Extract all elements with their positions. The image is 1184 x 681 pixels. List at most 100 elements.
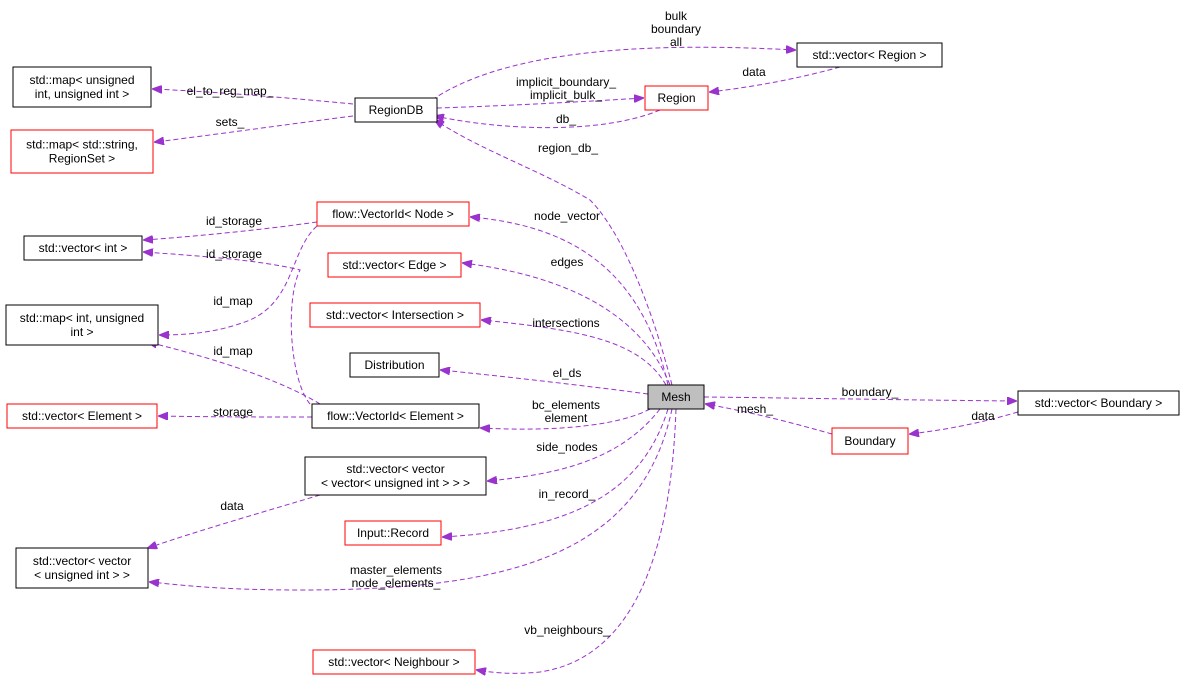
class-node-vec-element[interactable]: std::vector< Element > [6, 403, 158, 429]
edge-label-mesh-: mesh_ [737, 402, 773, 416]
class-node-vv[interactable]: std::vector< vector< unsigned int > > [15, 547, 149, 589]
node-box [312, 649, 476, 675]
edge-label-region-db: region_db_ [538, 141, 598, 155]
edge-line [150, 408, 673, 591]
edge-bc-elements [481, 408, 651, 429]
class-node-vvv[interactable]: std::vector< vector< vector< unsigned in… [304, 456, 487, 496]
edge-el-ds [441, 370, 649, 395]
edge-label-el-to-reg-map: el_to_reg_map_ [187, 84, 274, 98]
edge-line [441, 370, 649, 395]
node-label: std::vector< Region > [812, 48, 926, 62]
node-label: std::vector< vector [346, 462, 444, 476]
edge-label-text: node_elements_ [352, 576, 441, 590]
class-node-input-record[interactable]: Input::Record [344, 520, 442, 546]
edge-label-text: id_map [213, 294, 253, 308]
node-box [354, 97, 438, 123]
edge-node-vector [471, 217, 669, 386]
node-label: std::map< unsigned [29, 73, 134, 87]
node-box [12, 66, 152, 108]
edge-line [155, 115, 354, 142]
node-label: std::vector< Edge > [342, 258, 446, 272]
edge-id-map-1 [160, 225, 318, 335]
node-box [1017, 390, 1180, 416]
edge-id-map-2 [148, 342, 321, 405]
class-node-vec-inter[interactable]: std::vector< Intersection > [309, 302, 481, 328]
class-node-distribution[interactable]: Distribution [349, 352, 440, 378]
edge-label-text: side_nodes [536, 440, 597, 454]
class-node-vecid-node[interactable]: flow::VectorId< Node > [316, 201, 470, 227]
class-node-boundary[interactable]: Boundary [831, 427, 909, 455]
edge-label-id-map-2: id_map [213, 344, 253, 358]
node-label: Distribution [364, 358, 424, 372]
node-box [349, 352, 440, 378]
edge-label-text: node_vector [534, 209, 600, 223]
edge-line [435, 120, 673, 386]
edge-line [703, 396, 1016, 401]
node-label: std::vector< Boundary > [1035, 396, 1162, 410]
edge-label-text: id_storage [206, 247, 262, 261]
edge-label-sets: sets_ [216, 115, 245, 129]
edge-label-text: bulk [665, 9, 688, 23]
edge-sets [155, 115, 354, 142]
edge-line [148, 494, 321, 548]
edge-label-text: id_map [213, 344, 253, 358]
node-label: std::map< int, unsigned [20, 311, 144, 325]
edge-line [706, 404, 833, 435]
edge-label-data-region: data [742, 65, 766, 79]
edge-line [159, 416, 313, 417]
node-label: flow::VectorId< Node > [332, 207, 453, 221]
edge-label-text: boundary [651, 22, 701, 36]
class-node-vecid-element[interactable]: flow::VectorId< Element > [311, 403, 480, 429]
node-box [327, 252, 462, 278]
edge-db [435, 109, 661, 129]
class-node-map-string[interactable]: std::map< std::string,RegionSet > [10, 129, 154, 174]
edge-label-data-boundary: data [971, 409, 995, 423]
node-label: Boundary [844, 434, 895, 448]
edge-label-text: data [220, 499, 244, 513]
class-node-vec-boundary[interactable]: std::vector< Boundary > [1017, 390, 1180, 416]
class-node-vec-edge[interactable]: std::vector< Edge > [327, 252, 462, 278]
edge-label-intersections: intersections [532, 316, 599, 330]
node-label: Input::Record [357, 526, 429, 540]
class-node-vec-region[interactable]: std::vector< Region > [796, 42, 943, 68]
edge-data-vv [148, 494, 321, 548]
node-label: int > [70, 325, 93, 339]
edge-data-boundary [910, 411, 1019, 434]
node-box [344, 520, 442, 546]
edge-label-text: db_ [556, 112, 576, 126]
edge-id-storage-1 [144, 221, 318, 240]
node-label: std::vector< Neighbour > [328, 655, 459, 669]
edge-boundary- [703, 396, 1016, 401]
class-node-region[interactable]: Region [644, 85, 709, 111]
node-label: Region [657, 91, 695, 105]
edge-label-edges: edges [551, 255, 584, 269]
edge-label-text: all [670, 35, 682, 49]
edge-label-text: implicit_bulk_ [530, 88, 602, 102]
edge-line [910, 411, 1019, 434]
edge-line [144, 252, 311, 405]
edge-label-text: data [742, 65, 766, 79]
class-node-vec-int[interactable]: std::vector< int > [23, 235, 143, 261]
edge-line [481, 408, 651, 429]
node-label: int, unsigned int > [35, 87, 129, 101]
edge-line [160, 225, 318, 335]
class-node-vec-neighbour[interactable]: std::vector< Neighbour > [312, 649, 476, 675]
edge-label-in-record: in_record_ [539, 487, 596, 501]
edge-line [431, 47, 795, 101]
edge-data-region [710, 66, 841, 92]
node-box [311, 403, 480, 429]
node-label: std::map< std::string, [26, 138, 138, 152]
node-box [316, 201, 470, 227]
edge-label-id-storage-2: id_storage [206, 247, 262, 261]
edge-label-id-storage-1: id_storage [206, 214, 262, 228]
class-node-regiondb[interactable]: RegionDB [354, 97, 438, 123]
edge-master-node [150, 408, 673, 591]
class-node-mesh[interactable]: Mesh [647, 384, 705, 410]
edge-bulk-boundary-all [431, 47, 795, 101]
node-box [6, 403, 158, 429]
edge-line [435, 109, 661, 129]
